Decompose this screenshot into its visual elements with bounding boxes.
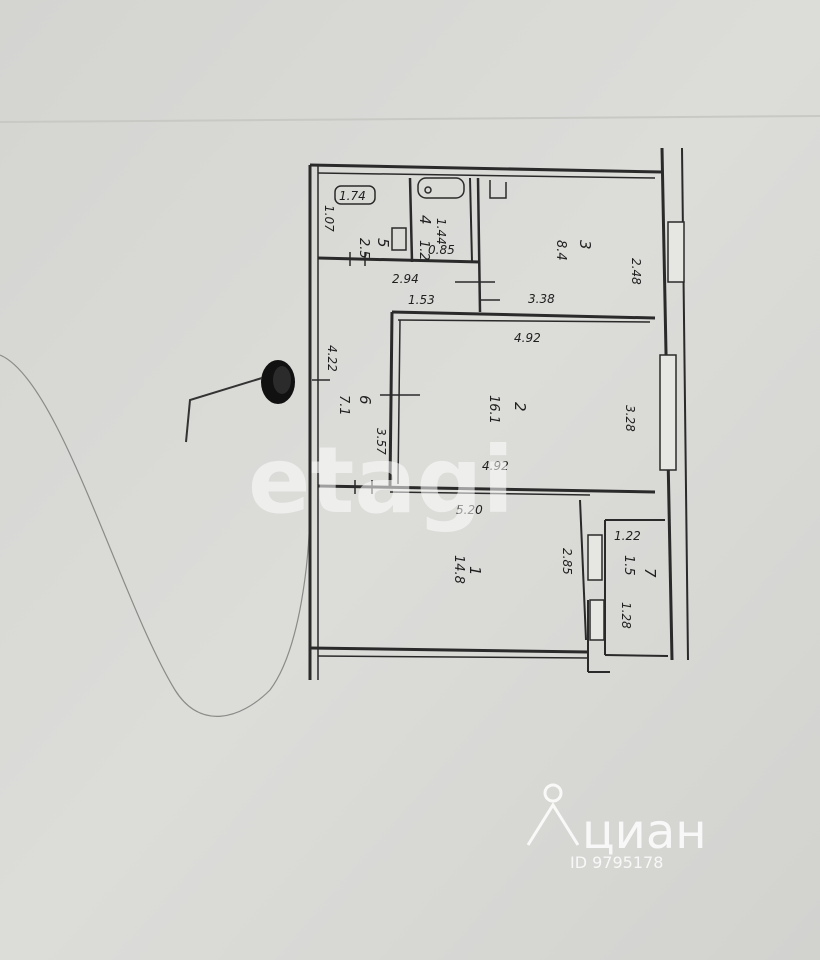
room-7-number: 7 — [641, 568, 659, 578]
etagi-watermark: etagi — [248, 427, 514, 534]
dim-1-28: 1.28 — [619, 602, 633, 629]
room-4-number: 4 — [416, 215, 434, 225]
dim-1-07: 1.07 — [322, 205, 336, 232]
room-1-number: 1 — [466, 566, 484, 576]
door-markers — [312, 252, 500, 494]
room-6-number: 6 — [356, 395, 374, 405]
dim-0-85: 0.85 — [428, 243, 455, 257]
dim-3-38: 3.38 — [528, 292, 555, 306]
cian-watermark: циан ID 9795178 — [526, 783, 707, 872]
dim-4-92-top: 4.92 — [514, 331, 541, 345]
room-7-area: 1.5 — [621, 555, 636, 576]
cian-logo-icon — [526, 783, 580, 846]
dim-2-48: 2.48 — [629, 258, 643, 285]
dim-1-74: 1.74 — [339, 189, 366, 203]
room-3-number: 3 — [576, 240, 594, 250]
room-2-number: 2 — [511, 402, 529, 412]
room-1-area: 14.8 — [451, 555, 466, 584]
room-3-area: 8.4 — [553, 240, 568, 261]
dim-4-92-bottom: 4.92 — [482, 459, 509, 473]
room-6-area: 7.1 — [336, 395, 351, 416]
dim-1-44: 1.44 — [434, 218, 448, 245]
dim-1-22: 1.22 — [614, 529, 641, 543]
dim-1-53: 1.53 — [408, 293, 435, 307]
room-5-number: 5 — [374, 238, 392, 248]
room-2-area: 16.1 — [486, 395, 501, 424]
labels: 1.74 1.07 5 2.5 1.44 4 1.2 0.85 3 8.4 2.… — [322, 189, 659, 629]
cian-listing-id: ID 9795178 — [570, 853, 663, 872]
room-5-area: 2.5 — [356, 238, 371, 259]
pencil-curve — [0, 354, 311, 717]
paper-fold-line — [0, 115, 820, 123]
dim-2-85: 2.85 — [560, 548, 574, 575]
dim-4-22: 4.22 — [325, 345, 339, 372]
dim-3-57: 3.57 — [374, 428, 388, 455]
room-4-area: 1.2 — [416, 240, 431, 261]
bathroom-fixtures — [391, 177, 507, 251]
inner-walls — [317, 177, 669, 657]
scribble-mark — [185, 360, 295, 443]
cian-logo-text: циан — [582, 804, 707, 860]
dim-2-94: 2.94 — [392, 272, 419, 286]
windows — [587, 221, 685, 641]
dim-3-28: 3.28 — [623, 405, 637, 432]
dim-5-20: 5.20 — [456, 503, 483, 517]
dimension-box — [334, 185, 376, 205]
